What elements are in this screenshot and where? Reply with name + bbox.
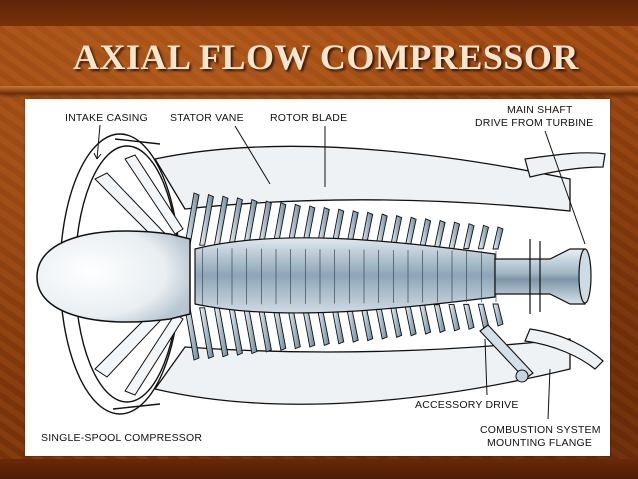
rotor-blade [492, 303, 504, 327]
rotor-blade [463, 223, 475, 250]
rotor-blade [433, 304, 446, 334]
slide-title: AXIAL FLOW COMPRESSOR [73, 37, 579, 77]
accessory-drive-shaft [479, 324, 534, 380]
rotor-blade [419, 218, 432, 249]
bottom-band [0, 459, 638, 479]
rotor-blade [463, 303, 475, 330]
label-rotor-blade: ROTOR BLADE [270, 112, 347, 124]
rotor-blade [477, 303, 490, 329]
title-underline [0, 86, 638, 94]
compressor-diagram: INTAKE CASING STATOR VANE ROTOR BLADE MA… [36, 104, 606, 449]
accessory-drive-gear [515, 369, 529, 383]
label-intake-casing: INTAKE CASING [65, 112, 148, 124]
nose-cone [36, 230, 191, 323]
rotor-blade [419, 304, 432, 335]
mounting-flange [524, 152, 606, 370]
label-combustion-line1: COMBUSTION SYSTEM [480, 424, 601, 436]
rotor-blade [243, 306, 258, 355]
rotor-blade [448, 221, 461, 249]
label-main-shaft-line1: MAIN SHAFT [507, 104, 573, 116]
label-main-shaft-line2: DRIVE FROM TURBINE [475, 117, 593, 129]
rotor-blade [375, 305, 388, 340]
rotor-blade [199, 193, 214, 246]
rotor-blade [448, 304, 461, 332]
rotor-blade [228, 306, 243, 356]
rotor-blade [389, 304, 403, 338]
label-single-spool: SINGLE-SPOOL COMPRESSOR [41, 432, 202, 444]
rotor-drum [194, 237, 496, 314]
rotor-blade [492, 226, 504, 250]
label-accessory-drive: ACCESSORY DRIVE [415, 399, 519, 411]
rotor-blade [433, 219, 446, 249]
compressor-figure: INTAKE CASING STATOR VANE ROTOR BLADE MA… [25, 99, 610, 456]
rotor-blade [477, 224, 490, 250]
label-combustion-line2: MOUNTING FLANGE [487, 437, 592, 449]
rotor-blade [199, 307, 214, 360]
main-shaft [494, 239, 592, 314]
rotor-blade [404, 304, 417, 337]
label-stator-vane: STATOR VANE [170, 112, 244, 124]
outer-casing [153, 145, 571, 405]
top-band [0, 0, 638, 26]
rotor-blade [257, 306, 272, 353]
leader-lines [93, 124, 586, 420]
rotor-blade [243, 198, 258, 247]
